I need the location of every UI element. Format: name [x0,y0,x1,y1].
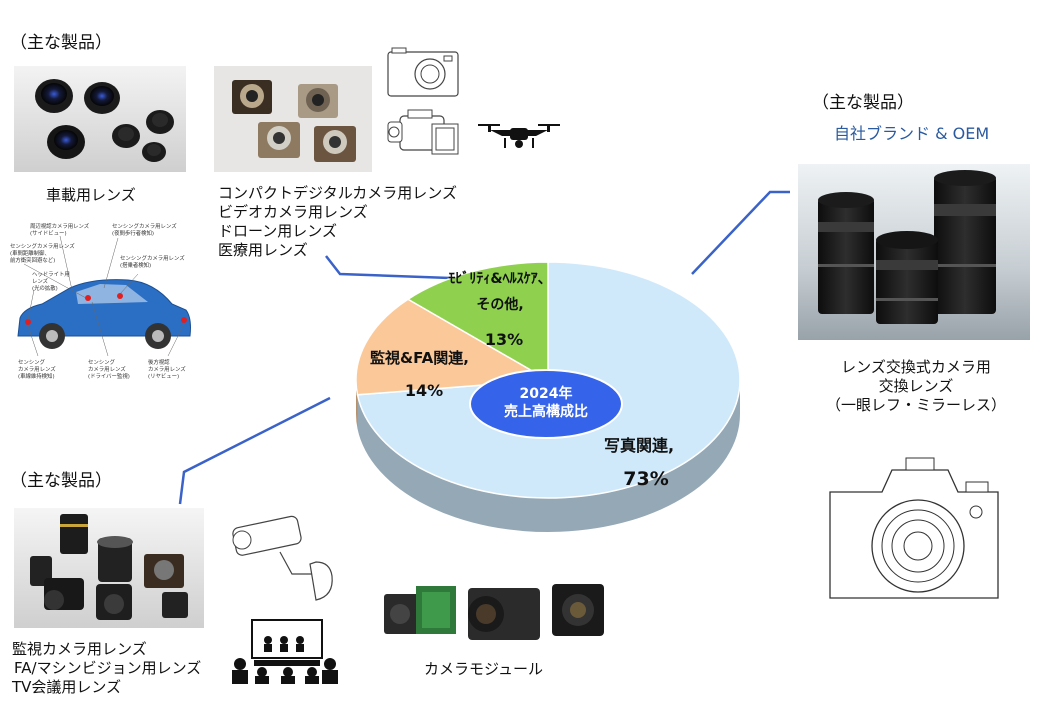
car-lens-diagram: 周辺視認カメラ用レンズ (サイドビュー) センシングカメラ用レンズ (夜間歩行者… [8,218,198,388]
car-diagram-text: (ドライバー監視) [88,372,130,380]
car-diagram-text: カメラ用レンズ [88,365,126,373]
interchangeable-lens-line: レンズ交換式カメラ用 [841,358,991,376]
connector-compact [325,255,451,280]
car-diagram-text: (車間距離制御、 [10,249,50,257]
car-diagram-text: 周辺視認カメラ用レンズ [30,222,90,230]
automotive-lens-photo [14,66,186,172]
pie-label-photo-name: 写真関連, [604,436,675,455]
car-diagram-text: センシングカメラ用レンズ [120,254,185,262]
compact-lens-line: 医療用レンズ [218,241,308,259]
camera-module-photo [380,576,610,650]
compact-lens-line: ドローン用レンズ [218,222,337,240]
connector-surveillance [178,396,331,505]
pie-slice-2 [406,261,549,382]
right-subheader: 自社ブランド & OEM [834,124,990,143]
car-diagram-text: (車線維持検知) [18,372,55,380]
pie-label-mobility-line1: ﾓﾋﾞﾘﾃｨ&ﾍﾙｽｹｱ、 [448,271,552,287]
surveillance-lens-line: 監視カメラ用レンズ [12,640,147,658]
pie-slice-1 [355,298,551,396]
pie-label-mobility-value: 13% [484,330,524,349]
car-diagram-text: センシング [88,358,116,366]
pie-label-mobility-name: ﾓﾋﾞﾘﾃｨ&ﾍﾙｽｹｱ、 その他, [430,266,570,318]
pie-side-wall-0 [357,380,740,533]
right-header: （主な製品） [812,93,914,113]
car-diagram-text: センシングカメラ用レンズ [10,242,75,250]
compact-lens-line: ビデオカメラ用レンズ [218,203,368,221]
car-diagram-text: カメラ用レンズ [18,365,56,373]
car-diagram-text: (夜間歩行者検知) [112,229,154,237]
interchangeable-lens-line: 交換レンズ [878,377,954,395]
pie-label-photo-value: 73% [623,468,669,490]
security-camera-icon [226,512,344,614]
car-diagram-text: 後方視認 [148,358,170,366]
pie-label-mobility-line2: その他, [476,297,524,313]
car-diagram-text: レンズ [32,277,49,285]
compact-lens-line: コンパクトデジタルカメラ用レンズ [218,184,457,202]
car-diagram-text: (リヤビュー) [148,372,179,380]
drone-icon [476,118,562,156]
video-camera-icon [386,106,462,164]
camera-module-label: カメラモジュール [424,660,543,678]
pie-center-badge [469,369,623,439]
car-diagram-text: (サイドビュー) [30,229,67,237]
pie-center-year: 2024年 [519,386,573,402]
pie-center-caption: 売上高構成比 [504,404,588,420]
car-diagram-text: 前方衝突回避など) [10,256,55,264]
surveillance-lens-photo [14,508,204,628]
car-diagram-text: センシングカメラ用レンズ [112,222,177,230]
interchangeable-lens-photo [798,164,1030,340]
compact-lens-module-photo [214,66,372,172]
car-diagram-text: カメラ用レンズ [148,365,186,373]
automotive-lens-label: 車載用レンズ [46,186,136,204]
pie-label-surveillance-value: 14% [404,381,444,400]
pie-label-surveillance-name: 監視&FA関連, [370,349,469,367]
left-top-header: （主な製品） [10,33,112,53]
car-diagram-text: センシング [18,358,46,366]
surveillance-lens-line: TV会議用レンズ [12,678,122,696]
connector-photo [691,190,790,275]
interchangeable-lens-list: レンズ交換式カメラ用 交換レンズ （一眼レフ・ミラーレス） [800,358,1032,415]
compact-camera-icon [386,46,460,102]
video-conference-icon [228,618,340,688]
car-diagram-text: (光の拡散) [32,284,58,292]
surveillance-lens-list: 監視カメラ用レンズ FA/マシンビジョン用レンズ TV会議用レンズ [12,640,201,697]
pie-center-label: 2024年 売上高構成比 [472,385,620,421]
car-diagram-text: ヘッドライト用 [32,271,70,278]
interchangeable-lens-line: （一眼レフ・ミラーレス） [825,396,1006,414]
compact-lens-list: コンパクトデジタルカメラ用レンズ ビデオカメラ用レンズ ドローン用レンズ 医療用… [218,184,457,260]
left-bottom-header: （主な製品） [10,471,112,491]
sales-composition-pie [355,261,741,533]
surveillance-lens-line: FA/マシンビジョン用レンズ [14,659,202,677]
dslr-camera-icon [826,456,1002,606]
car-diagram-text: (搭乗者検知) [120,261,151,269]
